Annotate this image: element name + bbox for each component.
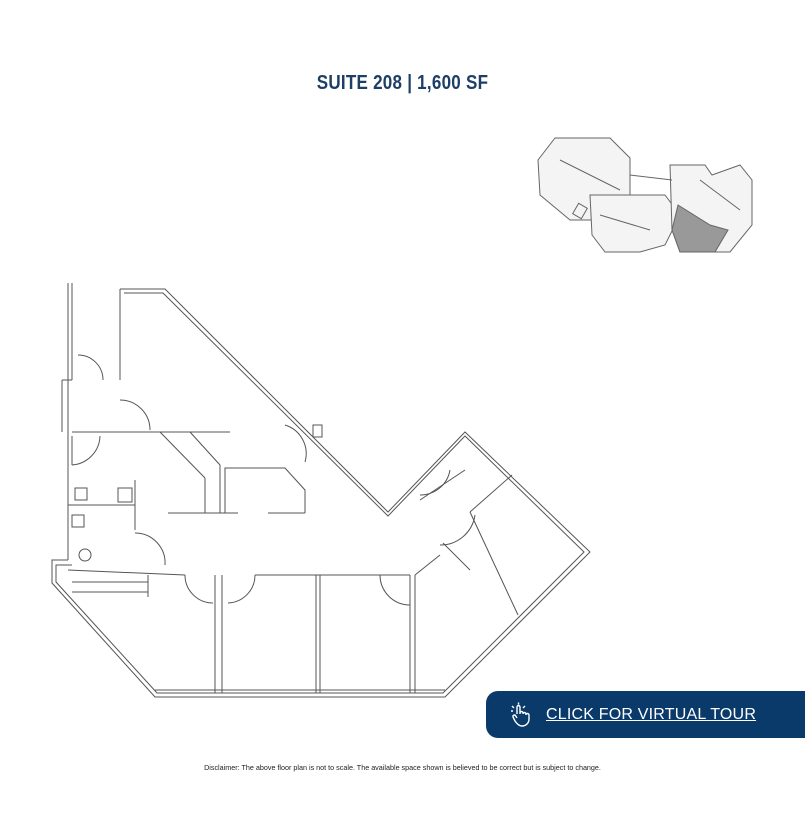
key-plan bbox=[537, 137, 753, 253]
tap-hand-icon bbox=[511, 702, 530, 727]
virtual-tour-label: CLICK FOR VIRTUAL TOUR bbox=[546, 705, 757, 723]
virtual-tour-button[interactable]: CLICK FOR VIRTUAL TOUR bbox=[486, 691, 805, 738]
suite-walls bbox=[51, 283, 591, 698]
disclaimer: Disclaimer: The above floor plan is not … bbox=[204, 763, 601, 772]
page-title: SUITE 208 | 1,600 SF bbox=[316, 72, 489, 94]
